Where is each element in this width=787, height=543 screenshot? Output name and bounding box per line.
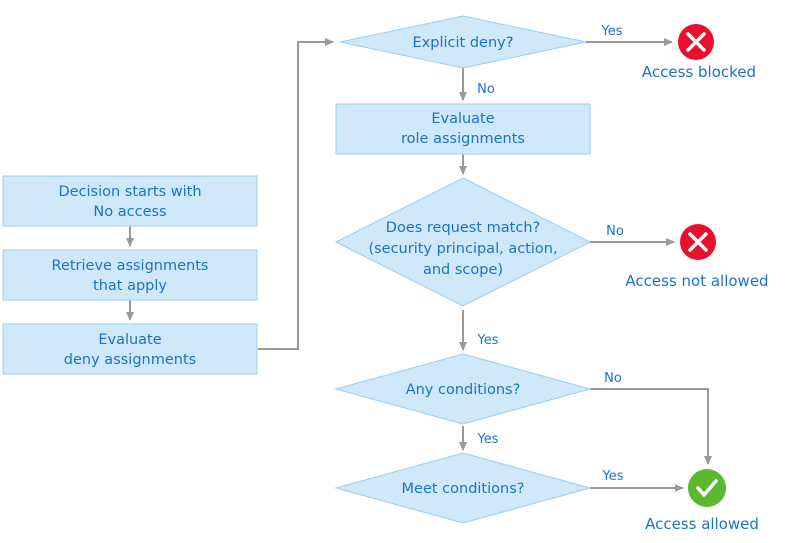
x-circle-icon xyxy=(680,224,716,260)
box-evaluate-role: Evaluate role assignments xyxy=(335,103,591,155)
decision-request-match-line1: Does request match? xyxy=(386,220,540,236)
decision-explicit-deny: Explicit deny? xyxy=(339,15,587,69)
box-eval-deny-line2: deny assignments xyxy=(64,352,196,368)
box-decision-start-line1: Decision starts with xyxy=(58,184,201,200)
box-evaluate-deny: Evaluate deny assignments xyxy=(2,323,258,375)
decision-any-conditions-text: Any conditions? xyxy=(406,382,521,398)
decision-request-match: Does request match? (security principal,… xyxy=(334,177,592,307)
decision-explicit-deny-text: Explicit deny? xyxy=(413,35,514,51)
box-decision-start-line2: No access xyxy=(93,204,166,220)
outcome-access-blocked: Access blocked xyxy=(642,63,756,81)
box-retrieve-assignments: Retrieve assignments that apply xyxy=(2,249,258,301)
box-eval-role-line2: role assignments xyxy=(401,131,525,147)
connector-cond-no xyxy=(590,388,712,465)
connectors xyxy=(126,38,712,492)
box-retrieve-line2: that apply xyxy=(93,278,167,294)
box-decision-start: Decision starts with No access xyxy=(2,175,258,227)
box-eval-deny-line1: Evaluate xyxy=(98,332,161,348)
decision-any-conditions: Any conditions? xyxy=(334,353,592,425)
decision-request-match-line3: and scope) xyxy=(423,262,503,278)
box-retrieve-line1: Retrieve assignments xyxy=(52,258,209,274)
decision-request-match-line2: (security principal, action, xyxy=(368,241,557,257)
check-circle-icon xyxy=(688,469,726,507)
outcome-access-not-allowed: Access not allowed xyxy=(625,272,768,290)
label-explicit-no: No xyxy=(477,82,495,97)
outcome-access-allowed: Access allowed xyxy=(645,515,759,533)
label-match-no: No xyxy=(606,224,624,239)
label-explicit-yes: Yes xyxy=(601,24,623,39)
label-meet-yes: Yes xyxy=(602,469,624,484)
box-eval-role-line1: Evaluate xyxy=(431,111,494,127)
x-circle-icon xyxy=(678,24,714,60)
label-cond-no: No xyxy=(604,371,622,386)
connector-deny-to-explicit xyxy=(258,38,334,350)
decision-meet-conditions: Meet conditions? xyxy=(334,452,592,524)
label-match-yes: Yes xyxy=(477,333,499,348)
decision-meet-conditions-text: Meet conditions? xyxy=(402,481,525,497)
label-cond-yes: Yes xyxy=(477,432,499,447)
